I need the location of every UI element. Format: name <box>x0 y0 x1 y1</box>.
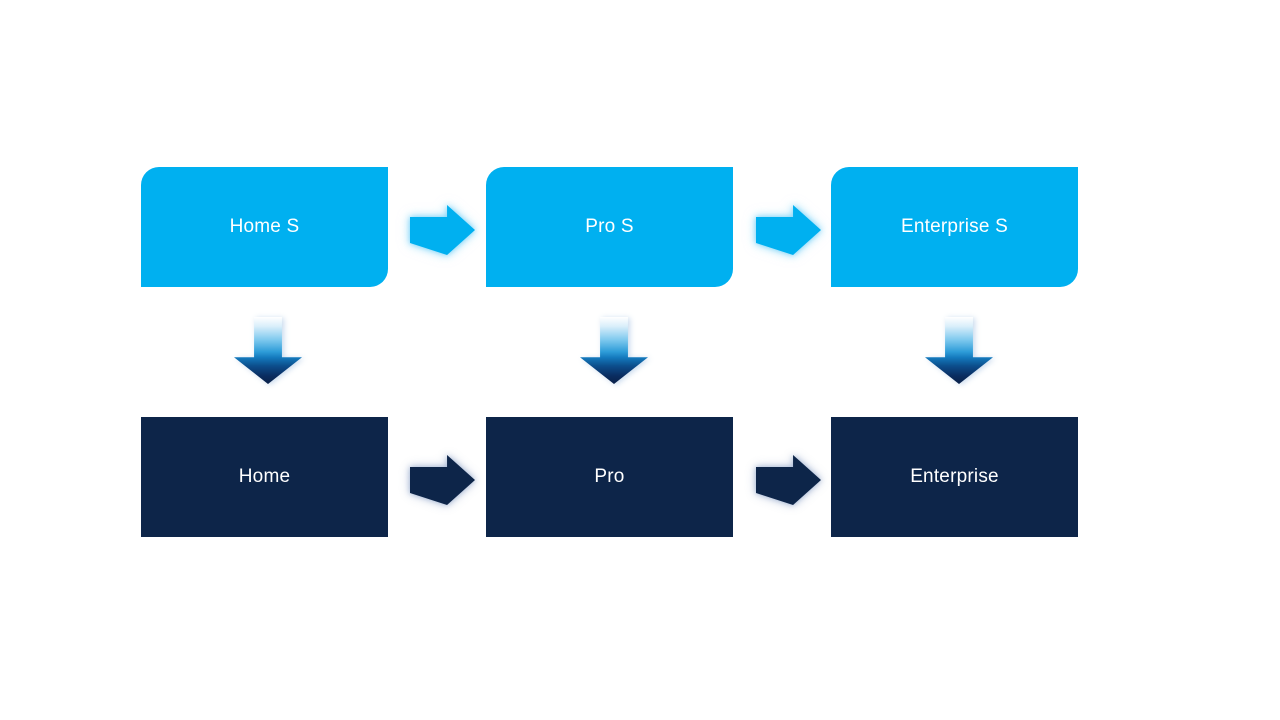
bottom-box-home: Home <box>141 417 388 537</box>
right-arrow-icon <box>410 455 475 505</box>
down-arrow-icon <box>580 317 648 384</box>
down-arrow-icon <box>234 317 302 384</box>
top-box-enterprise-s-label: Enterprise S <box>901 216 1008 237</box>
bottom-box-home-label: Home <box>238 466 291 487</box>
top-box-pro-s: Pro S <box>486 167 733 287</box>
bottom-box-enterprise-label: Enterprise <box>910 466 999 487</box>
top-box-home-s-label: Home S <box>229 216 300 237</box>
right-arrow-icon <box>756 205 821 255</box>
bottom-box-pro: Pro <box>486 417 733 537</box>
top-box-pro-s-label: Pro S <box>585 216 634 237</box>
bottom-box-enterprise: Enterprise <box>831 417 1078 537</box>
right-arrow-shape <box>756 205 821 255</box>
down-arrow-shape <box>580 317 648 384</box>
bottom-box-pro-label: Pro <box>594 466 625 487</box>
top-box-home-s: Home S <box>141 167 388 287</box>
right-arrow-shape <box>756 455 821 505</box>
down-arrow-shape <box>925 317 993 384</box>
top-box-enterprise-s: Enterprise S <box>831 167 1078 287</box>
down-arrow-icon <box>925 317 993 384</box>
right-arrow-icon <box>756 455 821 505</box>
right-arrow-shape <box>410 205 475 255</box>
down-arrow-shape <box>234 317 302 384</box>
right-arrow-icon <box>410 205 475 255</box>
right-arrow-shape <box>410 455 475 505</box>
